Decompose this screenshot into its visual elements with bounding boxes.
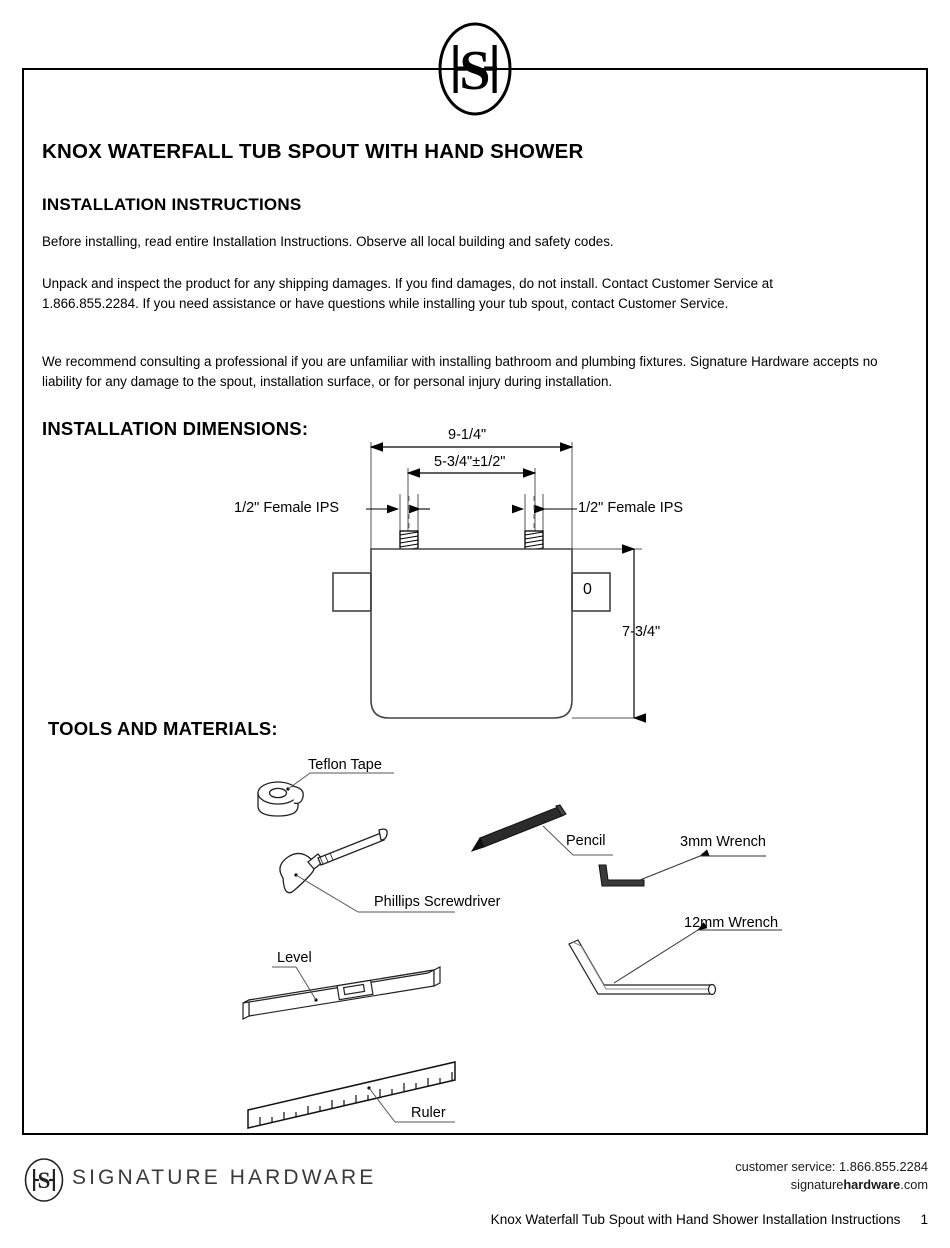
intro-paragraph-1: Before installing, read entire Installat… (42, 234, 614, 249)
tool-label-level: Level (277, 950, 312, 966)
dimension-label-height: 7-3/4" (622, 624, 661, 640)
footer-page-number: 1 (920, 1212, 928, 1227)
footer-brand-name: SIGNATURE HARDWARE (72, 1166, 377, 1189)
footer-doc-reference: Knox Waterfall Tub Spout with Hand Showe… (490, 1212, 901, 1227)
content-border-frame (22, 68, 928, 1135)
section-heading-tools-and-materials: TOOLS AND MATERIALS: (48, 718, 278, 739)
tool-label-phillips-screwdriver: Phillips Screwdriver (374, 894, 501, 910)
footer-customer-service: customer service: 1.866.855.2284 (735, 1159, 928, 1174)
footer-website-suffix: .com (900, 1176, 928, 1192)
footer-website-prefix: signature (790, 1176, 844, 1192)
intro-paragraph-3: We recommend consulting a professional i… (42, 354, 878, 389)
svg-text:S: S (459, 40, 490, 102)
tool-label-12mm-wrench: 12mm Wrench (684, 915, 779, 931)
footer-website[interactable]: signaturehardware.com (735, 1176, 928, 1194)
footer-document-reference-line: Knox Waterfall Tub Spout with Hand Showe… (491, 1212, 928, 1227)
footer-signature-hardware-monogram-icon: S (24, 1158, 64, 1202)
footer-contact-block: customer service: 1.866.855.2284 signatu… (735, 1158, 928, 1193)
port-marker-label: 0 (583, 581, 592, 598)
page-title: KNOX WATERFALL TUB SPOUT WITH HAND SHOWE… (42, 140, 584, 163)
tool-label-pencil: Pencil (566, 833, 606, 849)
section-heading-installation-dimensions: INSTALLATION DIMENSIONS: (42, 418, 309, 439)
dimension-label-inlet-left: 1/2" Female IPS (234, 500, 340, 516)
footer-website-bold: hardware (843, 1176, 901, 1192)
dimension-label-inlet-right: 1/2" Female IPS (578, 500, 684, 516)
tool-label-3mm-wrench: 3mm Wrench (680, 834, 766, 850)
dimension-label-inlet-spacing: 5-3/4"±1/2" (434, 454, 506, 470)
tool-label-ruler: Ruler (411, 1105, 446, 1121)
section-heading-installation-instructions: INSTALLATION INSTRUCTIONS (42, 195, 302, 214)
intro-paragraph-2: Unpack and inspect the product for any s… (42, 276, 773, 311)
svg-text:S: S (38, 1168, 51, 1193)
dimension-label-overall-width: 9-1/4" (448, 427, 487, 443)
tool-label-teflon-tape: Teflon Tape (308, 757, 382, 773)
